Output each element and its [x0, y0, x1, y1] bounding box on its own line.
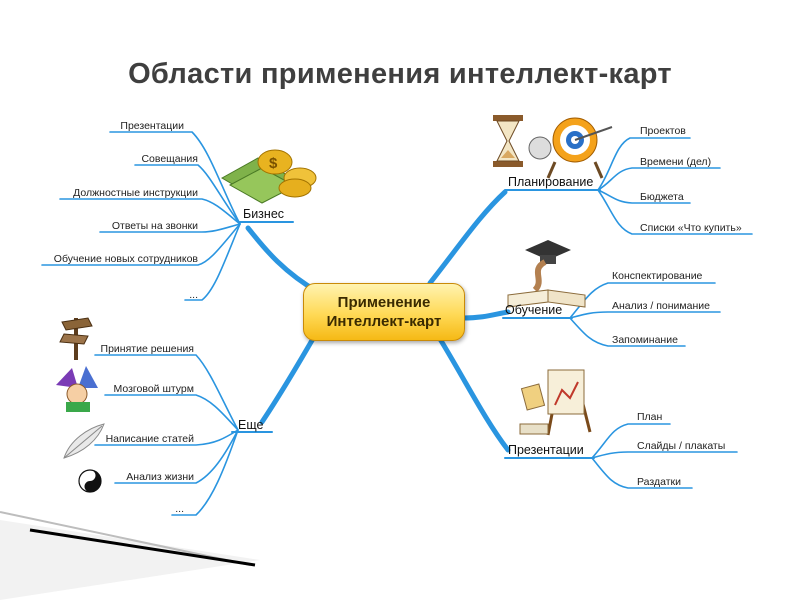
book-cap-icon	[508, 240, 585, 307]
planning-item: Проектов	[640, 125, 686, 137]
learning-item: Анализ / понимание	[612, 300, 710, 312]
page-title: Области применения интеллект-карт	[0, 58, 800, 91]
more-item: Анализ жизни	[126, 471, 194, 483]
signpost-icon	[60, 318, 92, 360]
branch-more: Еще	[238, 418, 263, 432]
feather-icon	[64, 424, 104, 458]
branch-learning: Обучение	[505, 303, 562, 317]
hourglass-icon	[493, 115, 523, 167]
learning-item: Конспектирование	[612, 270, 702, 282]
business-item: Обучение новых сотрудников	[54, 253, 198, 265]
central-topic: Применение Интеллект-карт	[303, 283, 465, 341]
svg-text:$: $	[269, 155, 278, 172]
easel-icon	[520, 370, 590, 435]
more-item: Мозговой штурм	[114, 383, 194, 395]
business-item: Совещания	[141, 153, 198, 165]
presentations-item: План	[637, 411, 662, 423]
branch-presentations: Презентации	[508, 443, 584, 457]
business-item: Презентации	[120, 120, 184, 132]
branch-planning: Планирование	[508, 175, 593, 189]
yin-yang-icon	[79, 470, 101, 492]
presentations-item: Слайды / плакаты	[637, 440, 725, 452]
central-topic-line-1: Применение	[338, 293, 431, 312]
learning-item: Запоминание	[612, 334, 678, 346]
jester-icon	[56, 366, 98, 412]
more-item: Написание статей	[106, 433, 194, 445]
presentations-item: Раздатки	[637, 476, 681, 488]
money-icon: $	[222, 150, 316, 203]
business-item: Должностные инструкции	[73, 187, 198, 199]
more-item: Принятие решения	[101, 343, 194, 355]
business-item: Ответы на звонки	[112, 220, 198, 232]
central-topic-line-2: Интеллект-карт	[327, 312, 442, 331]
more-item: ...	[175, 503, 184, 515]
planning-item: Бюджета	[640, 191, 684, 203]
business-item: ...	[189, 289, 198, 301]
target-icon	[529, 118, 612, 178]
planning-item: Времени (дел)	[640, 156, 711, 168]
planning-item: Списки «Что купить»	[640, 222, 742, 234]
branch-business: Бизнес	[243, 207, 284, 221]
